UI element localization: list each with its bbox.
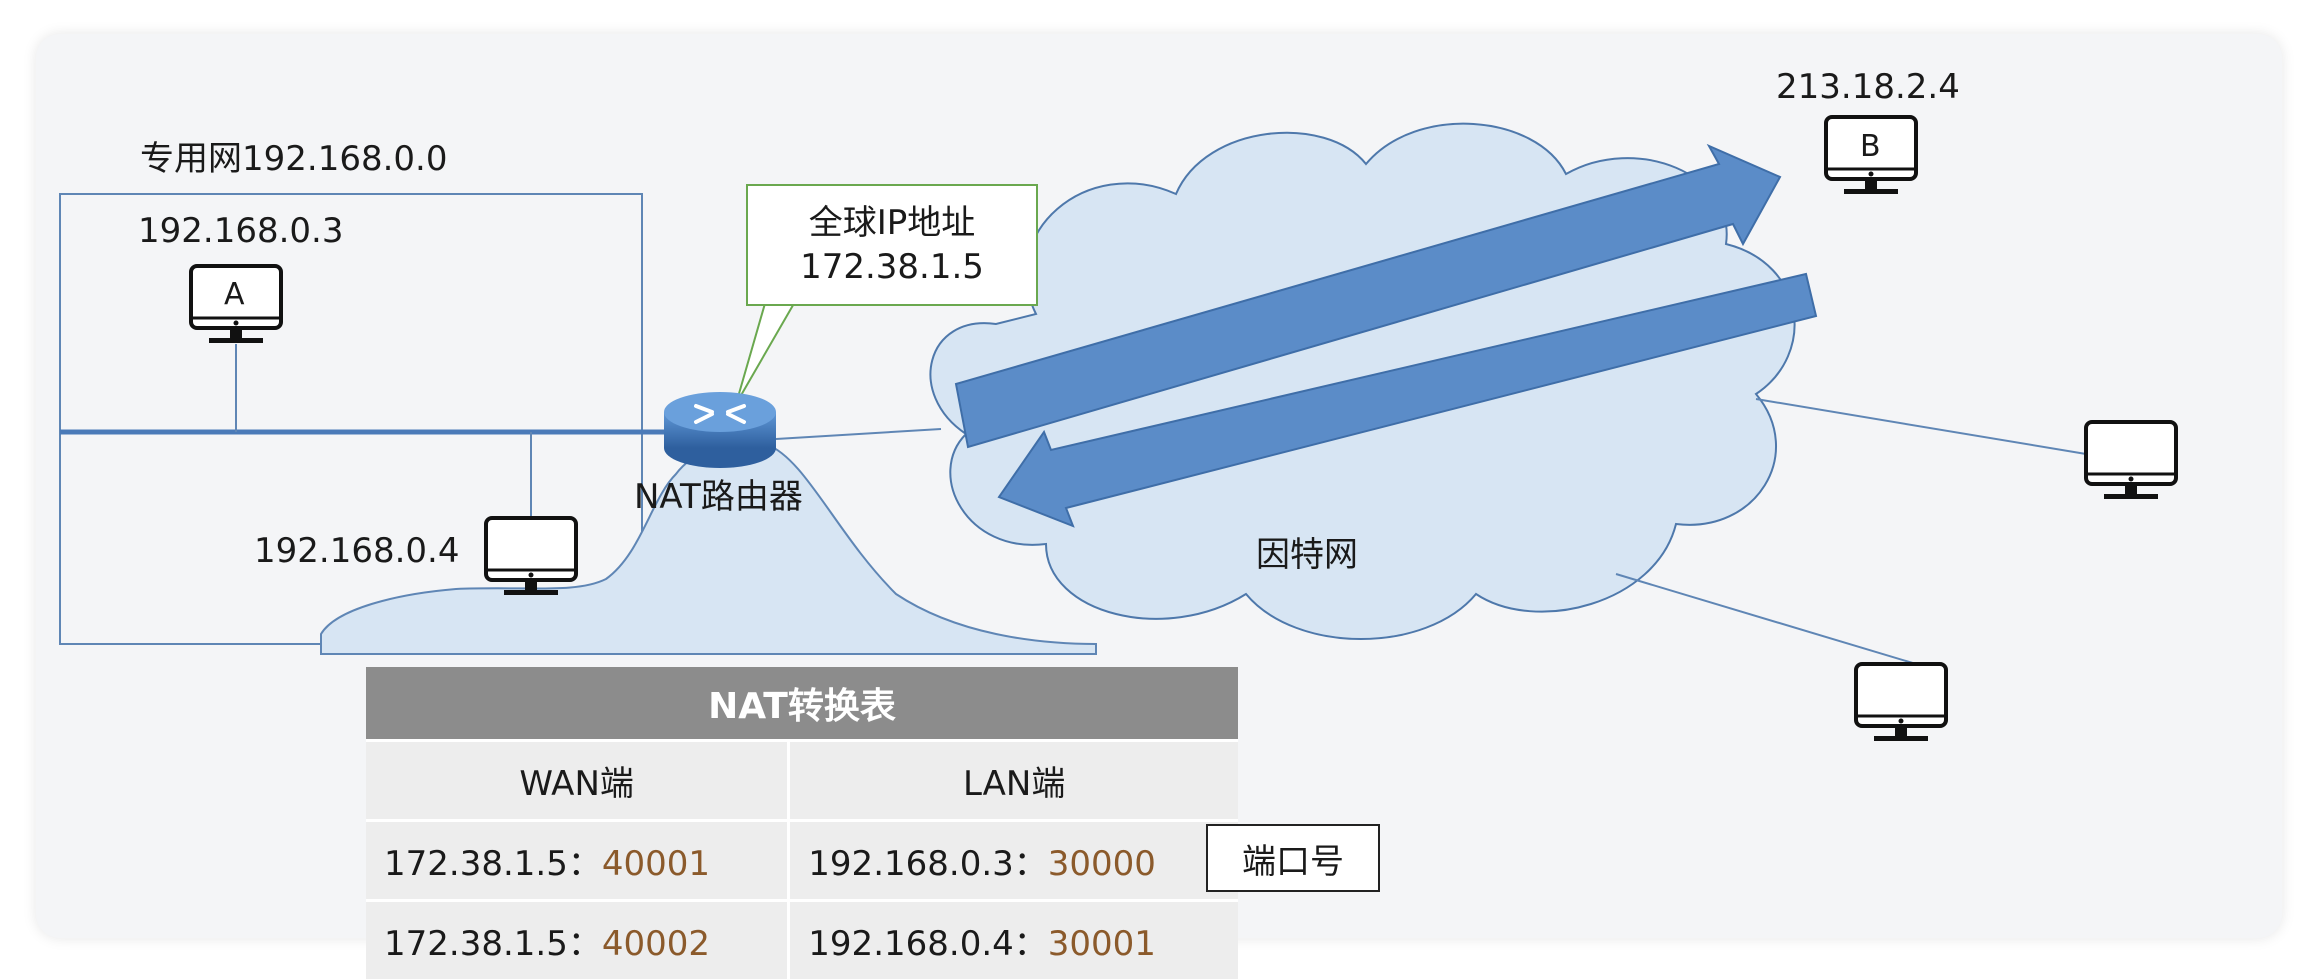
wan-port: 40001 (602, 844, 710, 884)
internet-label: 因特网 (1256, 538, 1358, 572)
router-label: NAT路由器 (634, 480, 803, 514)
diagram-card: 专用网192.168.0.0 192.168.0.3 A 192.168.0.4… (36, 34, 2282, 938)
host-b-name: B (1860, 132, 1881, 162)
global-ip-address: 172.38.1.5 (800, 245, 984, 289)
host-a2-ip: 192.168.0.4 (254, 534, 459, 568)
lan-cell: 192.168.0.3：30000 (789, 821, 1238, 901)
lan-ip: 192.168.0.3： (808, 844, 1047, 884)
computer-internet-right-icon (2086, 422, 2176, 499)
wan-ip: 172.38.1.5： (384, 844, 602, 884)
link-cloud-to-host-lower (1616, 574, 1916, 664)
private-network-label: 专用网192.168.0.0 (140, 142, 447, 176)
nat-table-header-row: WAN端 LAN端 (366, 741, 1238, 821)
host-a-ip: 192.168.0.3 (138, 214, 343, 248)
host-b-ip: 213.18.2.4 (1776, 70, 1960, 104)
nat-table-title: NAT转换表 (366, 667, 1238, 741)
wan-cell: 172.38.1.5：40001 (366, 821, 789, 901)
wan-ip: 172.38.1.5： (384, 924, 602, 964)
lan-port: 30001 (1048, 924, 1156, 964)
router-icon (664, 392, 776, 468)
wan-header: WAN端 (366, 741, 789, 821)
wan-cell: 172.38.1.5：40002 (366, 901, 789, 979)
computer-a2-icon (486, 518, 576, 595)
table-row: 172.38.1.5：40002 192.168.0.4：30001 (366, 901, 1238, 979)
table-row: 172.38.1.5：40001 192.168.0.3：30000 (366, 821, 1238, 901)
callout-pointer (736, 300, 796, 404)
lan-ip: 192.168.0.4： (808, 924, 1047, 964)
link-router-to-cloud (776, 429, 941, 439)
host-a-name: A (224, 280, 245, 310)
global-ip-title: 全球IP地址 (809, 201, 976, 245)
wan-port: 40002 (602, 924, 710, 964)
nat-table: NAT转换表 WAN端 LAN端 172.38.1.5：40001 192.16… (366, 667, 1238, 979)
link-cloud-to-host-right (1756, 399, 2086, 454)
lan-cell: 192.168.0.4：30001 (789, 901, 1238, 979)
computer-internet-lower-icon (1856, 664, 1946, 741)
port-number-note: 端口号 (1206, 824, 1380, 892)
lan-header: LAN端 (789, 741, 1238, 821)
global-ip-callout: 全球IP地址 172.38.1.5 (746, 184, 1038, 306)
lan-port: 30000 (1048, 844, 1156, 884)
